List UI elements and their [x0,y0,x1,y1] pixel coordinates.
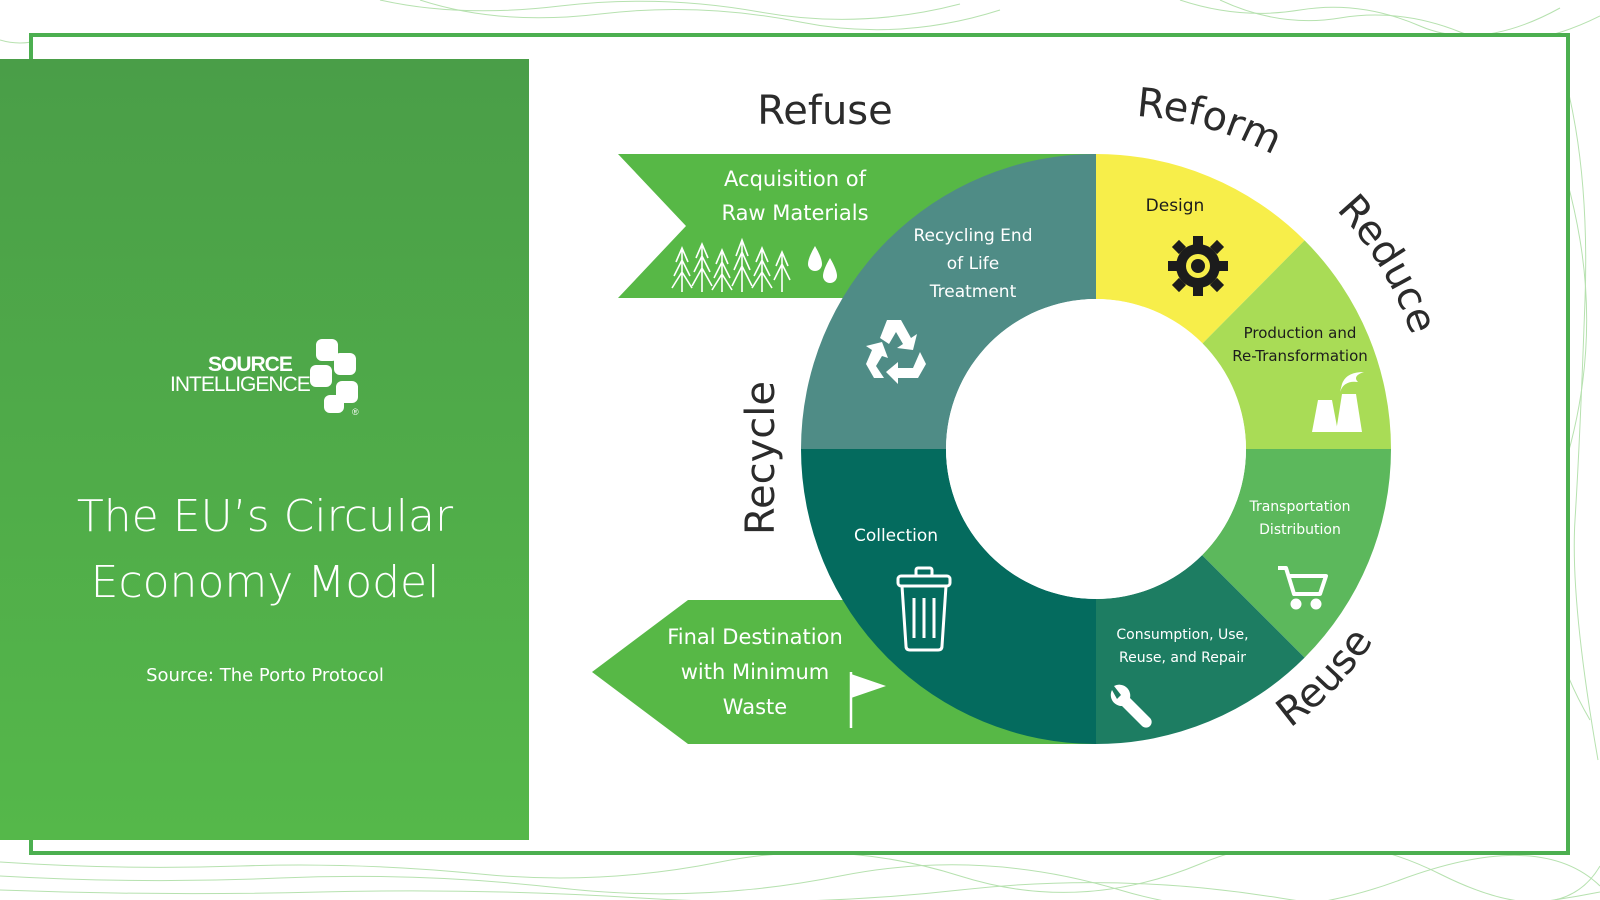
source-intelligence-logo: SOURCE INTELLIGENCE ® [170,339,370,419]
final-destination-line-3: Waste [722,695,788,719]
recycling-line-2: of Life [946,254,1000,274]
transportation-line-2: Distribution [1259,522,1341,538]
donut-hole [946,299,1246,599]
label-recycle: Recycle [738,381,784,535]
label-reform: Reform [1135,80,1289,164]
factory-icon [1312,372,1364,432]
acquisition-label: Acquisition of Raw Materials [700,162,890,230]
logo-text-intelligence: INTELLIGENCE [170,373,311,396]
wrench-icon [1110,684,1152,728]
segment-transportation [1202,449,1391,658]
final-destination-line-2: with Minimum [680,660,830,684]
production-line-1: Production and [1243,324,1357,342]
transportation-line-1: Transportation [1249,499,1351,515]
water-drops-icon [808,246,837,283]
flag-icon [849,672,886,728]
recycling-line-3: Treatment [929,282,1017,302]
segment-collection [801,449,1096,744]
label-refuse: Refuse [757,88,893,134]
production-line-2: Re-Transformation [1232,347,1368,365]
consumption-line-1: Consumption, Use, [1116,627,1249,643]
consumption-line-2: Reuse, and Repair [1118,650,1246,666]
design-label: Design [1145,196,1205,216]
trash-can-icon [896,566,952,652]
title-line-2: Economy Model [90,557,440,608]
trees-icon [671,237,791,292]
gear-icon [1168,236,1228,296]
final-destination-line-1: Final Destination [667,625,843,649]
title-panel: SOURCE INTELLIGENCE ® The EU’s Circular … [0,59,529,840]
final-destination-label: Final Destination with Minimum Waste [650,620,860,725]
logo-text-source: SOURCE [208,353,293,376]
consumption-label: Consumption, Use, Reuse, and Repair [1100,624,1265,670]
logo-mark-icon: ® [310,339,359,417]
title-line-1: The EU’s Circular [76,491,454,542]
acquisition-line-1: Acquisition of [724,167,866,191]
source-caption: Source: The Porto Protocol [146,665,384,686]
page-title: The EU’s Circular Economy Model [40,484,490,616]
logo-registered: ® [352,407,359,417]
recycling-label: Recycling End of Life Treatment [893,222,1053,306]
recycle-icon [866,320,926,384]
cart-icon [1278,566,1328,610]
acquisition-line-2: Raw Materials [721,201,869,225]
collection-label: Collection [853,526,939,546]
recycling-line-1: Recycling End [913,226,1033,246]
production-label: Production and Re-Transformation [1210,322,1390,368]
transportation-label: Transportation Distribution [1230,496,1370,542]
segment-consumption [1096,555,1305,744]
svg-text:Reform: Reform [1135,80,1289,164]
